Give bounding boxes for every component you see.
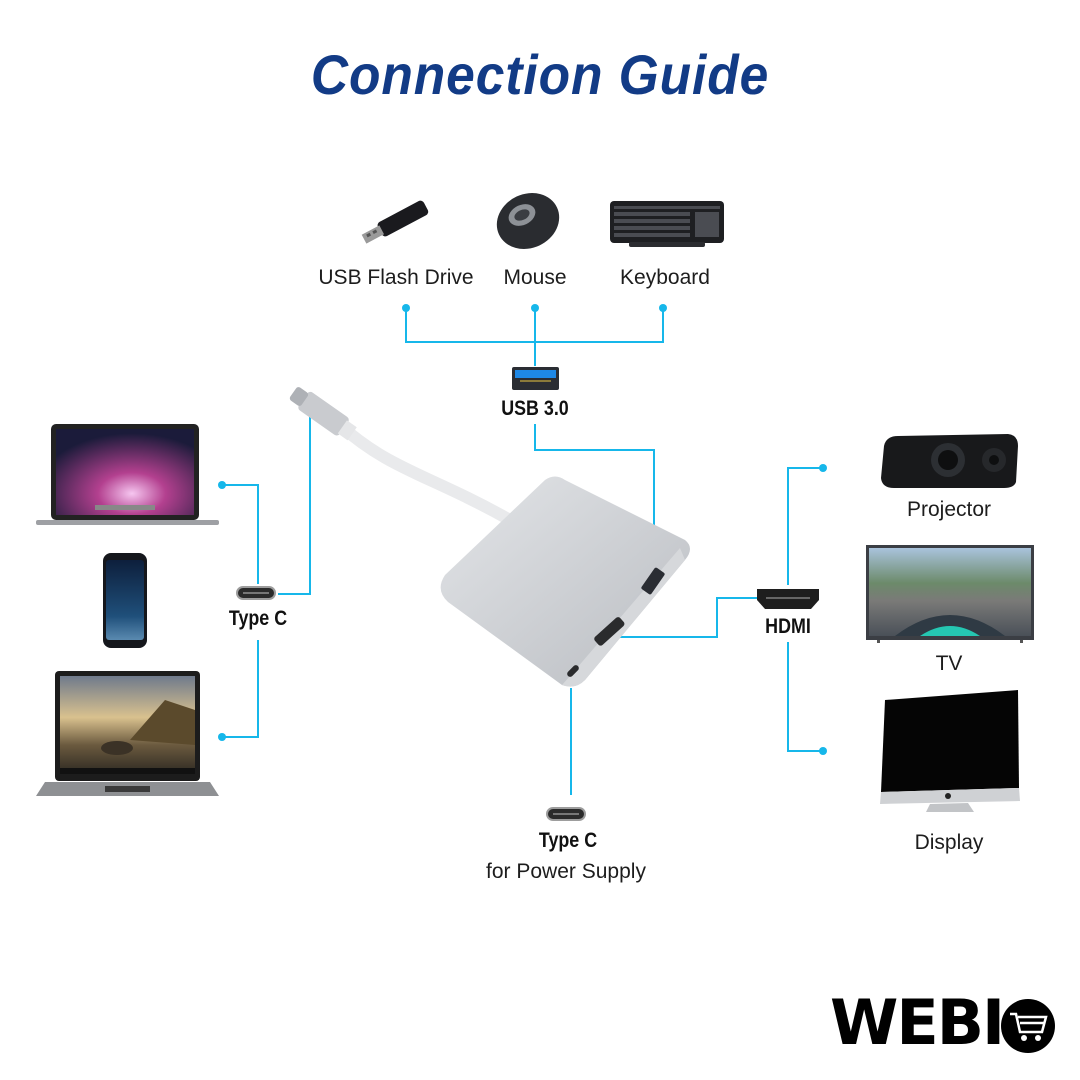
dot-usb-flash xyxy=(402,304,410,312)
macbook-laptop-icon xyxy=(35,423,220,528)
tv-label: TV xyxy=(935,652,963,675)
display-label: Display xyxy=(914,831,984,854)
dot-hdmi-top xyxy=(819,464,827,472)
type-c-input-label: Type C xyxy=(228,607,288,630)
line-hdmi-top xyxy=(787,467,823,585)
usb-port-label: USB 3.0 xyxy=(501,397,569,420)
keyboard-label: Keyboard xyxy=(620,266,710,289)
monitor-icon xyxy=(878,688,1023,813)
type-c-power-port-icon xyxy=(546,807,586,821)
hub-usb-port xyxy=(641,567,665,595)
brand-text: WEBI xyxy=(830,986,1005,1059)
hdmi-port-icon xyxy=(756,588,820,610)
mouse-icon xyxy=(493,190,563,252)
tv-icon xyxy=(865,544,1035,644)
dot-left-bottom xyxy=(218,733,226,741)
usb-flash-drive-icon xyxy=(355,195,435,255)
line-left-bottom xyxy=(222,640,259,738)
type-c-port-icon xyxy=(236,586,276,600)
dot-hdmi-bottom xyxy=(819,747,827,755)
hub-hdmi-port xyxy=(594,617,625,646)
smartphone-icon xyxy=(102,552,148,649)
line-usb-hub xyxy=(534,424,655,584)
projector-icon xyxy=(878,432,1020,492)
chromebook-laptop-icon xyxy=(35,670,220,800)
usb-port-icon xyxy=(512,367,559,390)
line-hdmi-hub xyxy=(606,597,757,638)
dot-mouse xyxy=(531,304,539,312)
projector-label: Projector xyxy=(906,498,992,521)
type-c-power-label: Type C xyxy=(538,829,598,852)
line-hdmi-bottom xyxy=(787,642,823,752)
hub-typec-port xyxy=(567,665,579,677)
line-typec-cable xyxy=(278,405,311,595)
brand-logo: WEBI xyxy=(830,986,1060,1060)
usb-c-hub-adapter xyxy=(289,387,690,687)
page-title: Connection Guide xyxy=(310,43,770,106)
usb-flash-drive-label: USB Flash Drive xyxy=(318,266,474,289)
hdmi-port-label: HDMI xyxy=(765,615,811,638)
type-c-power-sublabel: for Power Supply xyxy=(486,860,646,883)
mouse-label: Mouse xyxy=(503,266,567,289)
dot-left-top xyxy=(218,481,226,489)
shopping-cart-icon xyxy=(1001,999,1055,1053)
line-left-top xyxy=(222,484,259,584)
dot-keyboard xyxy=(659,304,667,312)
keyboard-icon xyxy=(609,200,725,248)
